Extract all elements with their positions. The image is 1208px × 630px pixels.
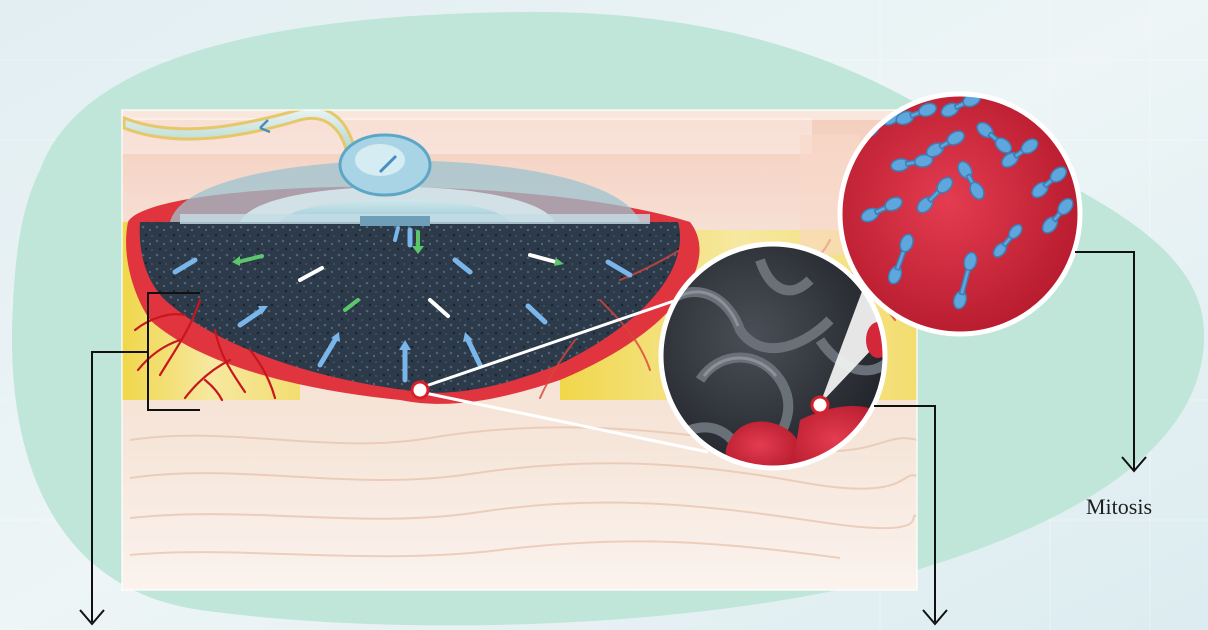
- zoom-cells: [840, 91, 1082, 334]
- zoom-origin-marker: [812, 397, 828, 413]
- magnifier-origin: [412, 382, 428, 398]
- mitosis-label: Mitosis: [1086, 494, 1152, 520]
